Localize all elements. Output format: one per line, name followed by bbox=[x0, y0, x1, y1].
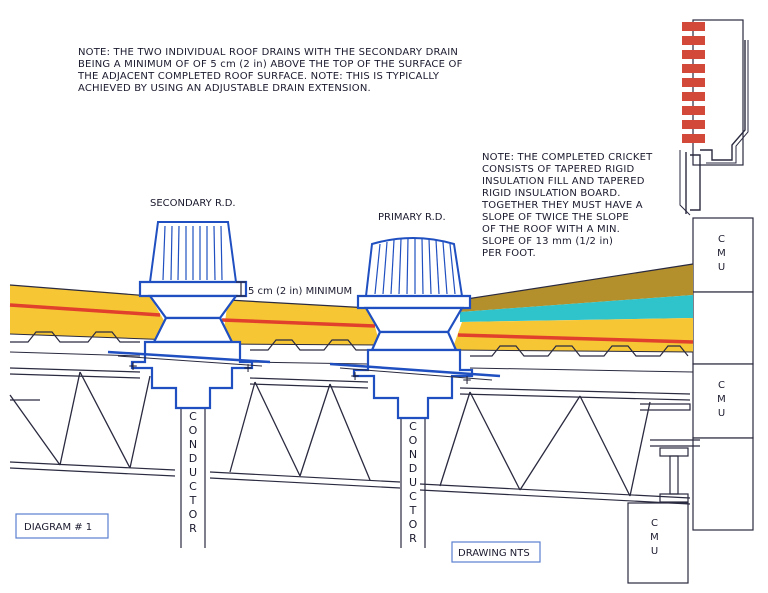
cricket-cyan-layer bbox=[460, 295, 693, 322]
svg-text:NOTE: THE COMPLETED CRICKET: NOTE: THE COMPLETED CRICKET bbox=[482, 152, 653, 163]
svg-text:C: C bbox=[718, 380, 726, 391]
svg-text:R: R bbox=[409, 532, 417, 545]
svg-text:C: C bbox=[189, 480, 197, 493]
minimum-label: 5 cm (2 in) MINIMUM bbox=[248, 286, 352, 297]
joist-bottom-chord bbox=[9, 461, 691, 505]
secondary-roof-drain: + + bbox=[107, 221, 271, 410]
bolt-mark-right: + bbox=[243, 361, 253, 375]
cmu-label-2: C M U bbox=[717, 380, 727, 419]
cmu-label-1: C M U bbox=[717, 234, 727, 273]
svg-text:O: O bbox=[409, 434, 418, 447]
svg-text:RIGID INSULATION BOARD.: RIGID INSULATION BOARD. bbox=[482, 188, 621, 199]
primary-conductor-pipe bbox=[400, 418, 426, 548]
cmu-block-2 bbox=[692, 291, 754, 365]
svg-text:N: N bbox=[409, 448, 417, 461]
secondary-conductor-label: C O N D U C T O R bbox=[189, 410, 198, 535]
svg-text:C: C bbox=[189, 410, 197, 423]
svg-text:U: U bbox=[651, 546, 659, 557]
svg-text:PER FOOT.: PER FOOT. bbox=[482, 248, 536, 259]
svg-text:M: M bbox=[717, 394, 727, 405]
bolt-mark-left: + bbox=[350, 369, 360, 383]
svg-text:C: C bbox=[409, 420, 417, 433]
cricket-note: NOTE: THE COMPLETED CRICKET CONSISTS OF … bbox=[481, 152, 653, 259]
drawing-nts-box: DRAWING NTS bbox=[451, 541, 541, 563]
primary-drain-label: PRIMARY R.D. bbox=[378, 212, 446, 223]
brick-courses bbox=[682, 22, 705, 143]
svg-text:T: T bbox=[409, 504, 417, 517]
bolt-mark-right: + bbox=[462, 373, 472, 387]
svg-text:M: M bbox=[650, 532, 660, 543]
svg-text:U: U bbox=[718, 262, 726, 273]
insulation-right bbox=[452, 318, 693, 352]
top-note: NOTE: THE TWO INDIVIDUAL ROOF DRAINS WIT… bbox=[77, 47, 463, 94]
svg-text:BEING A MINIMUM OF OF 5 cm (2: BEING A MINIMUM OF OF 5 cm (2 in) ABOVE … bbox=[78, 59, 463, 70]
svg-text:R: R bbox=[189, 522, 197, 535]
secondary-drain-label: SECONDARY R.D. bbox=[150, 198, 236, 209]
roof-surface-line bbox=[9, 263, 694, 309]
cricket-fill bbox=[460, 264, 693, 312]
parapet-wall bbox=[627, 19, 754, 584]
cmu-block-5 bbox=[627, 502, 689, 584]
svg-text:NOTE: THE TWO INDIVIDUAL ROOF: NOTE: THE TWO INDIVIDUAL ROOF DRAINS WIT… bbox=[78, 47, 458, 58]
bolt-mark-left: + bbox=[128, 359, 138, 373]
secondary-conductor-pipe bbox=[180, 408, 206, 548]
diagram-number-box: DIAGRAM # 1 bbox=[15, 513, 109, 539]
svg-text:U: U bbox=[718, 408, 726, 419]
svg-text:M: M bbox=[717, 248, 727, 259]
svg-text:TOGETHER THEY MUST HAVE A: TOGETHER THEY MUST HAVE A bbox=[481, 200, 643, 211]
svg-text:O: O bbox=[189, 424, 198, 437]
red-membrane bbox=[9, 303, 694, 344]
svg-text:O: O bbox=[189, 508, 198, 521]
metal-deck bbox=[10, 331, 689, 357]
joist-top-chord bbox=[9, 367, 691, 411]
cmu-label-3: C M U bbox=[650, 518, 660, 557]
svg-text:O: O bbox=[409, 518, 418, 531]
cmu-block-4 bbox=[692, 437, 754, 531]
steel-column bbox=[650, 439, 700, 503]
svg-text:D: D bbox=[409, 462, 417, 475]
svg-text:U: U bbox=[409, 476, 417, 489]
svg-text:C: C bbox=[718, 234, 726, 245]
svg-text:DIAGRAM # 1: DIAGRAM # 1 bbox=[24, 522, 92, 533]
svg-text:N: N bbox=[189, 438, 197, 451]
insulation-left bbox=[10, 285, 175, 340]
minimum-dimension-bracket bbox=[236, 281, 246, 297]
svg-text:D: D bbox=[189, 452, 197, 465]
primary-conductor-label: C O N D U C T O R bbox=[409, 420, 418, 545]
svg-text:C: C bbox=[651, 518, 659, 529]
svg-text:SLOPE OF TWICE THE SLOPE: SLOPE OF TWICE THE SLOPE bbox=[482, 212, 629, 223]
svg-text:DRAWING NTS: DRAWING NTS bbox=[458, 548, 530, 559]
cmu-block-3 bbox=[692, 363, 754, 439]
svg-text:THE ADJACENT COMPLETED ROOF SU: THE ADJACENT COMPLETED ROOF SURFACE. NOT… bbox=[77, 71, 440, 82]
svg-text:ACHIEVED BY USING AN ADJUSTABL: ACHIEVED BY USING AN ADJUSTABLE DRAIN EX… bbox=[78, 83, 371, 94]
svg-text:CONSISTS OF TAPERED RIGID: CONSISTS OF TAPERED RIGID bbox=[482, 164, 634, 175]
svg-text:SLOPE OF 13 mm (1/2 in): SLOPE OF 13 mm (1/2 in) bbox=[482, 236, 613, 247]
svg-text:C: C bbox=[409, 490, 417, 503]
primary-roof-drain: + + bbox=[329, 237, 501, 420]
svg-text:U: U bbox=[189, 466, 197, 479]
svg-text:INSULATION FILL AND TAPERED: INSULATION FILL AND TAPERED bbox=[482, 176, 645, 187]
joist-webs bbox=[9, 371, 651, 497]
svg-text:OF THE ROOF WITH A MIN.: OF THE ROOF WITH A MIN. bbox=[482, 224, 620, 235]
svg-text:T: T bbox=[189, 494, 197, 507]
